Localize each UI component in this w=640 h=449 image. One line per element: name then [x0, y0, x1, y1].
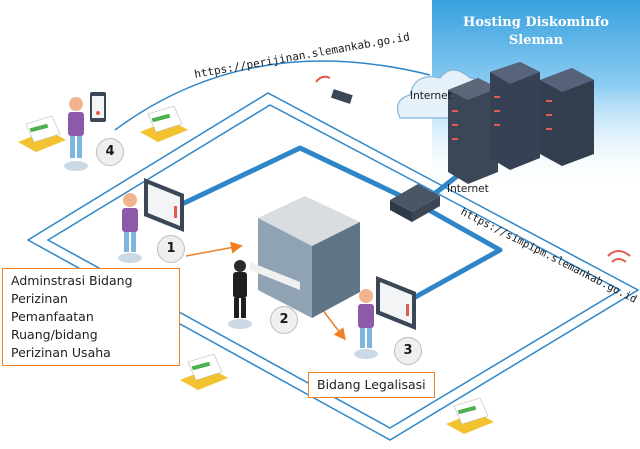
office-building-icon — [250, 196, 360, 318]
envelope-icon — [140, 105, 188, 142]
person-icon — [354, 289, 378, 359]
officer-icon — [228, 260, 252, 329]
envelope-icon — [180, 353, 228, 390]
hosting-title-line1: Hosting Diskominfo — [463, 15, 609, 30]
phone-icon — [90, 92, 106, 122]
monitor-icon — [376, 276, 416, 330]
step-number-2: 2 — [270, 306, 298, 334]
network-switch-icon — [390, 184, 440, 222]
legalisasi-box: Bidang Legalisasi — [308, 372, 435, 398]
envelope-icon — [446, 397, 494, 434]
arrow-to-building — [185, 241, 243, 257]
wifi-icon — [607, 250, 631, 263]
monitor-icon — [144, 178, 184, 232]
server-rack-icon — [448, 62, 594, 184]
admin-box: Adminstrasi Bidang Perizinan Pemanfaatan… — [2, 268, 180, 366]
step-number-3: 3 — [394, 337, 422, 365]
url-perijinan-label: https://perijinan.slemankab.go.id — [193, 30, 410, 81]
step-number-1: 1 — [157, 235, 185, 263]
internet-link-curve — [114, 60, 431, 131]
admin-box-line3: Perizinan Usaha — [11, 345, 111, 360]
cctv-icon — [315, 75, 353, 104]
person-icon — [64, 97, 88, 171]
building-outline — [26, 92, 640, 441]
hosting-title: Hosting Diskominfo Sleman — [432, 14, 640, 50]
admin-box-line1: Adminstrasi Bidang Perizinan — [11, 273, 133, 306]
internet-switch-label: Internet — [447, 183, 489, 195]
envelope-icon — [18, 115, 66, 152]
person-icon — [118, 193, 142, 263]
internet-cloud-label: Internet — [410, 90, 452, 102]
hosting-title-line2: Sleman — [508, 33, 564, 48]
step-number-4: 4 — [96, 138, 124, 166]
admin-box-line2: Pemanfaatan Ruang/bidang — [11, 309, 98, 342]
